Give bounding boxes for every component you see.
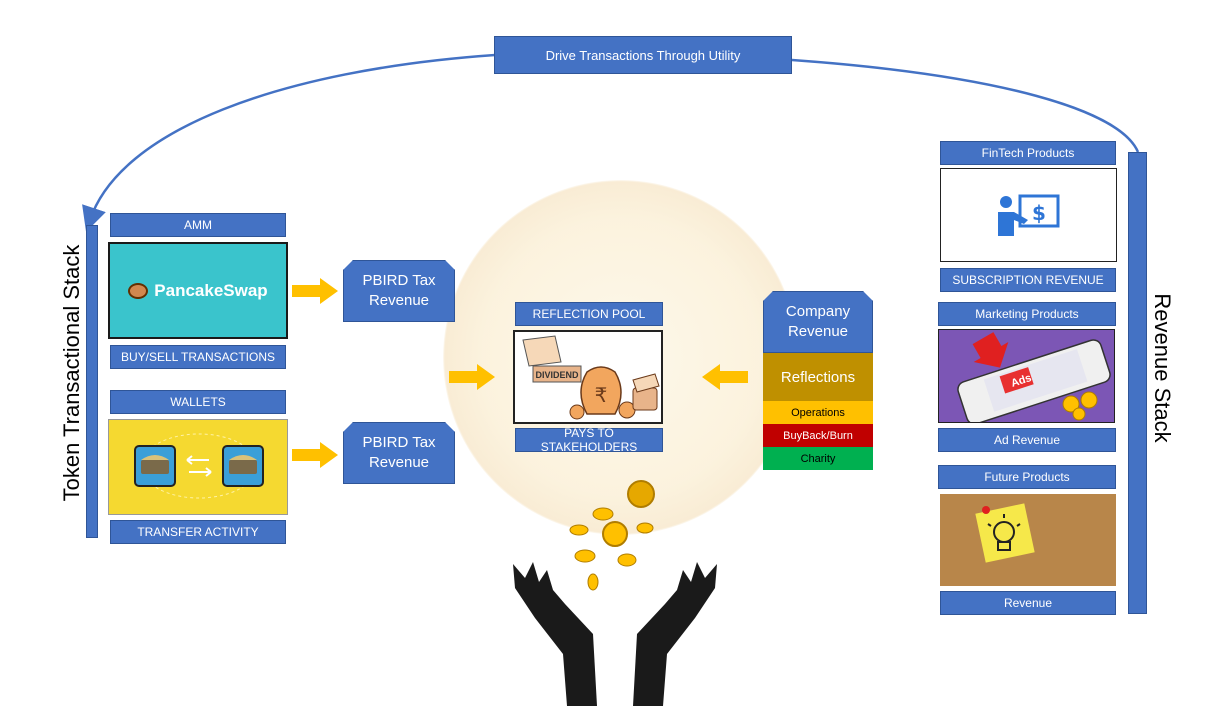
wallet-icon bbox=[134, 445, 176, 487]
charity-band: Charity bbox=[763, 447, 873, 470]
arrow-icon bbox=[292, 442, 338, 468]
fintech-card: $ bbox=[940, 168, 1117, 262]
reflection-pool-header: REFLECTION POOL bbox=[515, 302, 663, 326]
right-stack-title: Revenue Stack bbox=[1150, 293, 1175, 443]
wallet-icon bbox=[222, 445, 264, 487]
buyback-band: BuyBack/Burn bbox=[763, 424, 873, 447]
wallets-header: WALLETS bbox=[110, 390, 286, 414]
megaphone-phone-icon: Ads bbox=[957, 332, 1111, 422]
utility-connector bbox=[82, 53, 1140, 232]
marketing-header: Marketing Products bbox=[938, 302, 1116, 326]
svg-text:₹: ₹ bbox=[595, 383, 608, 407]
reflection-pool-footer: PAYS TO STAKEHOLDERS bbox=[515, 426, 663, 454]
wallet-transfer-illustration bbox=[134, 433, 264, 499]
tax-revenue-box-1: PBIRD Tax Revenue bbox=[343, 260, 455, 322]
future-card bbox=[940, 494, 1116, 586]
hands-coins-illustration bbox=[513, 480, 717, 706]
svg-text:$: $ bbox=[1032, 201, 1046, 225]
left-stack-bar bbox=[86, 225, 98, 538]
left-stack-title: Token Transactional Stack bbox=[59, 244, 84, 502]
coins-icon bbox=[569, 480, 655, 591]
right-stack-bar bbox=[1128, 152, 1147, 614]
pancakeswap-logo-text: PancakeSwap bbox=[154, 280, 268, 300]
amm-header: AMM bbox=[110, 213, 286, 237]
coins-icon bbox=[569, 373, 660, 420]
future-header: Future Products bbox=[938, 465, 1116, 489]
company-revenue-box: Company Revenue bbox=[763, 291, 873, 353]
reflections-band: Reflections bbox=[763, 353, 873, 401]
dividend-illustration: DIVIDEND ₹ bbox=[522, 335, 660, 420]
marketing-footer: Ad Revenue bbox=[938, 428, 1116, 452]
wallets-card bbox=[108, 419, 288, 515]
arrow-icon bbox=[449, 364, 495, 390]
fintech-header: FinTech Products bbox=[940, 141, 1116, 165]
money-bag-icon: ₹ bbox=[580, 366, 622, 415]
arrow-icon bbox=[702, 364, 748, 390]
hands-icon bbox=[513, 562, 717, 706]
drive-transactions-box: Drive Transactions Through Utility bbox=[494, 36, 792, 74]
amm-footer: BUY/SELL TRANSACTIONS bbox=[110, 345, 286, 369]
presenter-dollar-icon: $ bbox=[997, 194, 1059, 236]
operations-band: Operations bbox=[763, 401, 873, 424]
arrow-icon bbox=[292, 278, 338, 304]
future-footer: Revenue bbox=[940, 591, 1116, 615]
pancakeswap-card: PancakeSwap bbox=[108, 242, 288, 339]
pancake-icon bbox=[128, 282, 149, 299]
tax-revenue-box-2: PBIRD Tax Revenue bbox=[343, 422, 455, 484]
marketing-card: Ads bbox=[938, 329, 1115, 423]
dividend-label: DIVIDEND bbox=[535, 370, 579, 380]
lightbulb-note-icon bbox=[975, 503, 1035, 563]
wallets-footer: TRANSFER ACTIVITY bbox=[110, 520, 286, 544]
fintech-footer: SUBSCRIPTION REVENUE bbox=[940, 268, 1116, 292]
dividend-icon bbox=[522, 335, 582, 383]
reflection-pool-card: DIVIDEND ₹ bbox=[513, 330, 663, 424]
